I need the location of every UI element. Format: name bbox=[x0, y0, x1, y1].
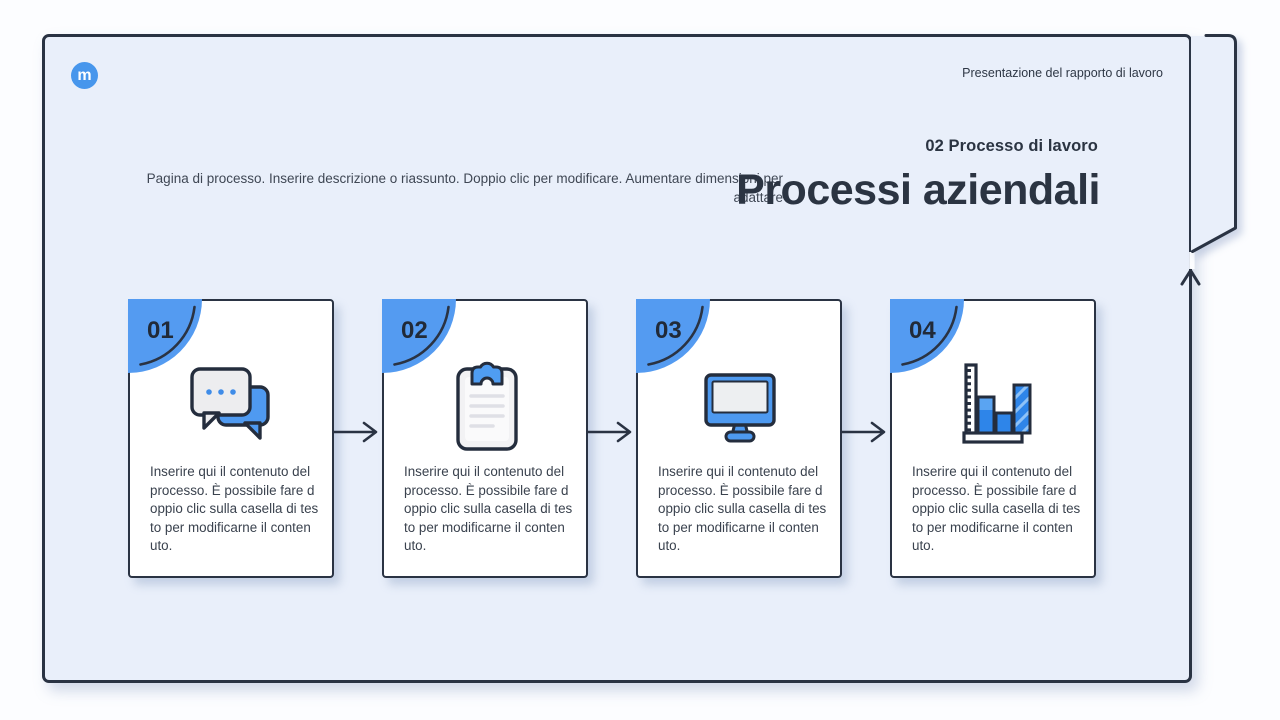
corner-wedge bbox=[127, 298, 202, 373]
slide[interactable]: m Presentazione del rapporto di lavoro 0… bbox=[42, 34, 1192, 683]
corner-wedge bbox=[381, 298, 456, 373]
page-description[interactable]: Pagina di processo. Inserire descrizione… bbox=[146, 171, 783, 205]
bar-chart-icon bbox=[962, 363, 1032, 444]
flow-arrow-icon bbox=[332, 421, 378, 443]
card-body-text[interactable]: Inserire qui il contenuto del processo. … bbox=[658, 464, 827, 554]
chat-bubbles-icon bbox=[190, 367, 270, 440]
process-card-3[interactable]: 03 Inserire qui il contenuto del process… bbox=[635, 298, 842, 578]
flow-arrow-icon bbox=[586, 421, 632, 443]
step-number: 01 bbox=[147, 317, 174, 344]
presentation-title-label[interactable]: Presentazione del rapporto di lavoro bbox=[962, 66, 1163, 80]
card-body-text[interactable]: Inserire qui il contenuto del processo. … bbox=[150, 464, 319, 554]
page-fold-flap bbox=[1191, 34, 1237, 253]
process-card-2[interactable]: 02 Inserire qui il contenuto del process… bbox=[381, 298, 588, 578]
section-kicker[interactable]: 02 Processo di lavoro bbox=[925, 137, 1098, 155]
clipboard-icon bbox=[456, 361, 518, 451]
brand-logo: m bbox=[71, 62, 98, 89]
step-number: 04 bbox=[909, 317, 936, 344]
step-number: 02 bbox=[401, 317, 428, 344]
brand-letter: m bbox=[77, 66, 92, 84]
corner-wedge bbox=[635, 298, 710, 373]
page-title[interactable]: Processi aziendali bbox=[736, 166, 1100, 214]
corner-wedge bbox=[889, 298, 964, 373]
step-number: 03 bbox=[655, 317, 682, 344]
flow-arrow-icon bbox=[840, 421, 886, 443]
monitor-icon bbox=[704, 373, 776, 443]
card-body-text[interactable]: Inserire qui il contenuto del processo. … bbox=[912, 464, 1081, 554]
card-body-text[interactable]: Inserire qui il contenuto del processo. … bbox=[404, 464, 573, 554]
process-card-1[interactable]: 01 Inserire qui il contenuto del process… bbox=[127, 298, 334, 578]
process-card-4[interactable]: 04 bbox=[889, 298, 1096, 578]
